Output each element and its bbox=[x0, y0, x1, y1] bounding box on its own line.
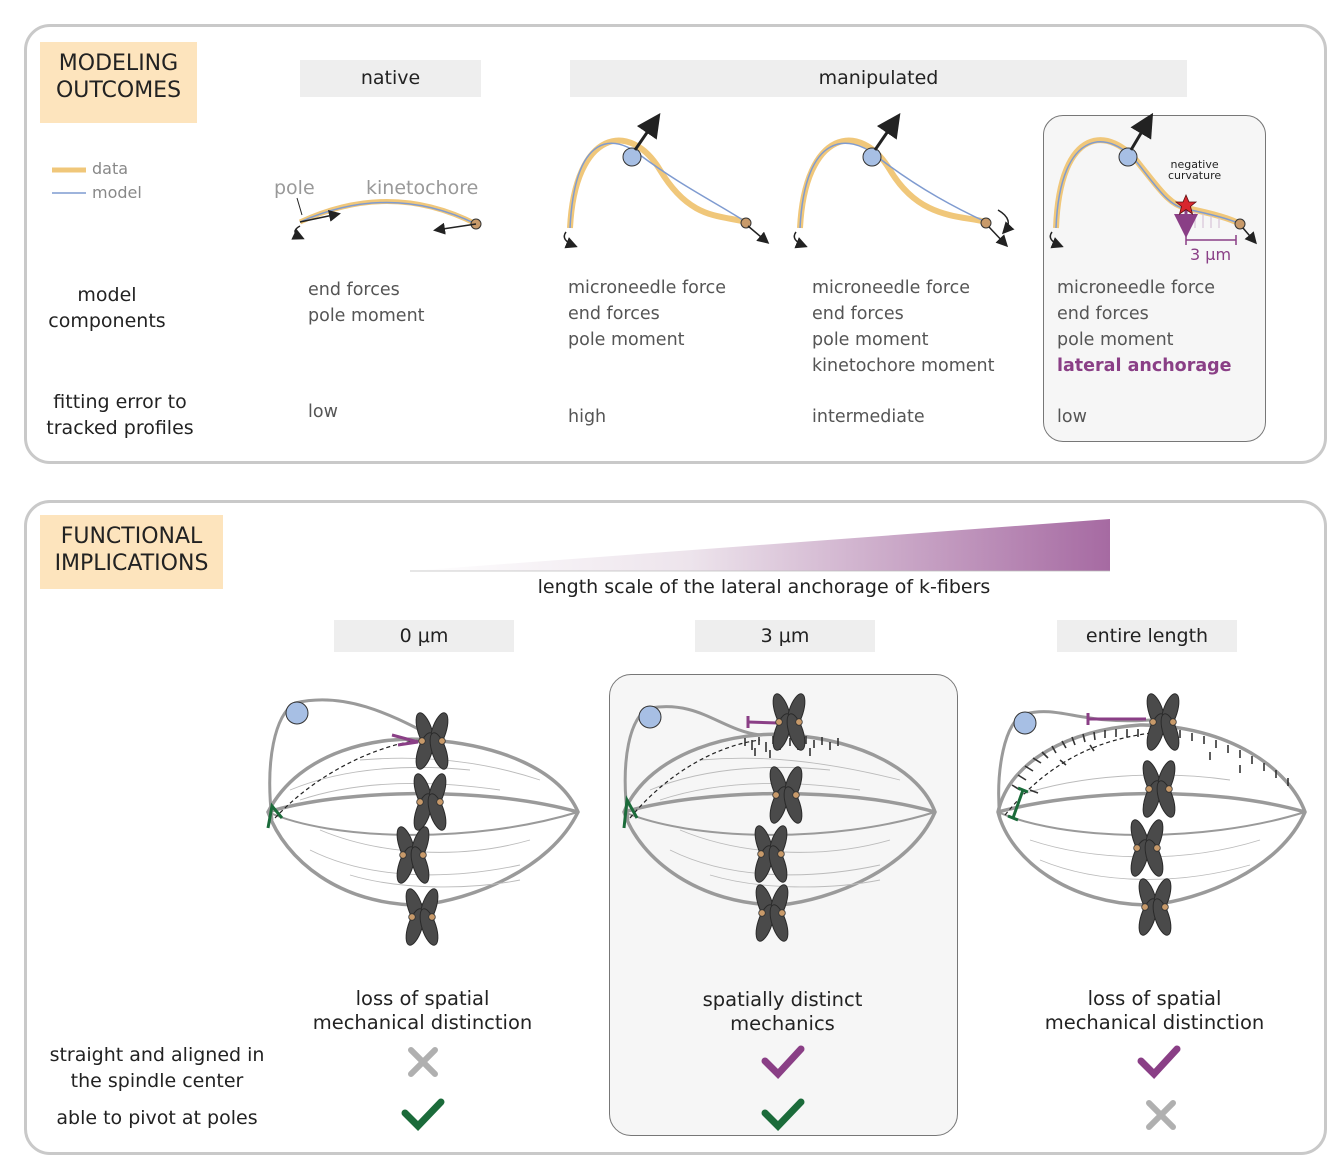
component-item: microneedle force bbox=[1057, 278, 1216, 298]
col-header-0um: 0 μm bbox=[334, 620, 514, 652]
component-item: pole moment bbox=[1057, 330, 1174, 350]
lateral-anchorage-item: lateral anchorage bbox=[1057, 356, 1232, 376]
tag-line: FUNCTIONAL bbox=[60, 524, 203, 549]
components-native: end forces pole moment bbox=[308, 277, 425, 329]
outcome-3um: spatially distinct mechanics bbox=[660, 988, 905, 1036]
component-item: pole moment bbox=[308, 306, 425, 326]
components-manip-1: microneedle force end forces pole moment bbox=[568, 275, 726, 353]
tag-line: MODELING bbox=[58, 51, 179, 76]
legend-swatches bbox=[52, 167, 86, 194]
negative-curvature-label: negative curvature bbox=[1168, 159, 1221, 181]
outcome-line: loss of spatial bbox=[1087, 987, 1222, 1010]
label-line: the spindle center bbox=[70, 1070, 244, 1092]
spindle-diagrams bbox=[266, 691, 1307, 948]
component-item: end forces bbox=[812, 304, 904, 324]
spindle-entire bbox=[996, 691, 1307, 938]
fitting-error-label: fitting error to tracked profiles bbox=[30, 389, 210, 441]
model-components-label: model components bbox=[44, 282, 170, 334]
modeling-outcomes-panel bbox=[24, 24, 1327, 464]
functional-implications-tag: FUNCTIONAL IMPLICATIONS bbox=[40, 515, 223, 589]
modeling-outcomes-tag: MODELING OUTCOMES bbox=[40, 42, 197, 123]
check-icon bbox=[1137, 1045, 1181, 1080]
error-manip-3: low bbox=[1057, 407, 1087, 427]
cross-icon bbox=[408, 1047, 438, 1077]
spindle-3um bbox=[622, 691, 937, 944]
legend-data: data bbox=[92, 159, 129, 178]
component-item: kinetochore moment bbox=[812, 356, 995, 376]
pivot-marks bbox=[401, 1098, 1176, 1132]
pole-label: pole bbox=[274, 177, 315, 199]
fit-curves bbox=[291, 112, 1257, 249]
check-icon bbox=[401, 1098, 445, 1132]
component-item: microneedle force bbox=[812, 278, 971, 298]
label-line: fitting error to bbox=[53, 391, 187, 413]
outcome-line: mechanical distinction bbox=[312, 1011, 533, 1034]
outcome-line: loss of spatial bbox=[355, 987, 490, 1010]
component-item: pole moment bbox=[568, 330, 685, 350]
tag-line: OUTCOMES bbox=[55, 78, 182, 103]
native-curve bbox=[291, 197, 482, 240]
col-header-entire: entire length bbox=[1057, 620, 1237, 652]
outcome-0um: loss of spatial mechanical distinction bbox=[300, 987, 545, 1035]
components-manip-3: microneedle force end forces pole moment… bbox=[1057, 275, 1232, 379]
components-manip-2: microneedle force end forces pole moment… bbox=[812, 275, 995, 379]
outcome-entire: loss of spatial mechanical distinction bbox=[1032, 987, 1277, 1035]
label-line: model bbox=[77, 284, 137, 306]
scale-label: 3 μm bbox=[1190, 245, 1232, 264]
check-icon bbox=[761, 1098, 805, 1132]
negative-word: negative bbox=[1170, 158, 1219, 171]
cross-icon bbox=[1146, 1100, 1176, 1130]
component-item: end forces bbox=[308, 280, 400, 300]
component-item: microneedle force bbox=[568, 278, 727, 298]
pivot-label: able to pivot at poles bbox=[56, 1107, 258, 1129]
error-manip-1: high bbox=[568, 407, 607, 427]
spindle-0um bbox=[266, 698, 580, 948]
kinetochore-label: kinetochore bbox=[366, 177, 479, 199]
outcome-line: mechanical distinction bbox=[1044, 1011, 1265, 1034]
label-line: components bbox=[48, 310, 166, 332]
component-item: pole moment bbox=[812, 330, 929, 350]
component-item: end forces bbox=[1057, 304, 1149, 324]
anchorage-gradient-wedge bbox=[410, 519, 1110, 572]
tag-line: IMPLICATIONS bbox=[54, 551, 209, 576]
outcome-marks bbox=[408, 1045, 1181, 1080]
functional-implications-panel bbox=[24, 500, 1327, 1155]
error-manip-2: intermediate bbox=[812, 407, 925, 427]
check-icon bbox=[761, 1045, 805, 1080]
component-item: end forces bbox=[568, 304, 660, 324]
outcome-line: spatially distinct bbox=[702, 988, 863, 1011]
label-line: straight and aligned in bbox=[49, 1044, 265, 1066]
curvature-word: curvature bbox=[1168, 169, 1222, 182]
manipulated-header: manipulated bbox=[570, 60, 1187, 97]
lateral-anchorage-highlight-box bbox=[1043, 115, 1266, 442]
lateral-anchorage-curve bbox=[1049, 112, 1257, 249]
error-native: low bbox=[308, 402, 338, 422]
manipulated-curve-2 bbox=[793, 113, 1015, 249]
outcome-line: mechanics bbox=[730, 1012, 835, 1035]
legend-model: model bbox=[92, 183, 142, 202]
label-line: tracked profiles bbox=[46, 417, 194, 439]
manipulated-curve-1 bbox=[563, 113, 770, 249]
gradient-label: length scale of the lateral anchorage of… bbox=[537, 576, 991, 598]
col-header-3um: 3 μm bbox=[695, 620, 875, 652]
native-header: native bbox=[300, 60, 481, 97]
straight-aligned-label: straight and aligned in the spindle cent… bbox=[28, 1042, 286, 1094]
